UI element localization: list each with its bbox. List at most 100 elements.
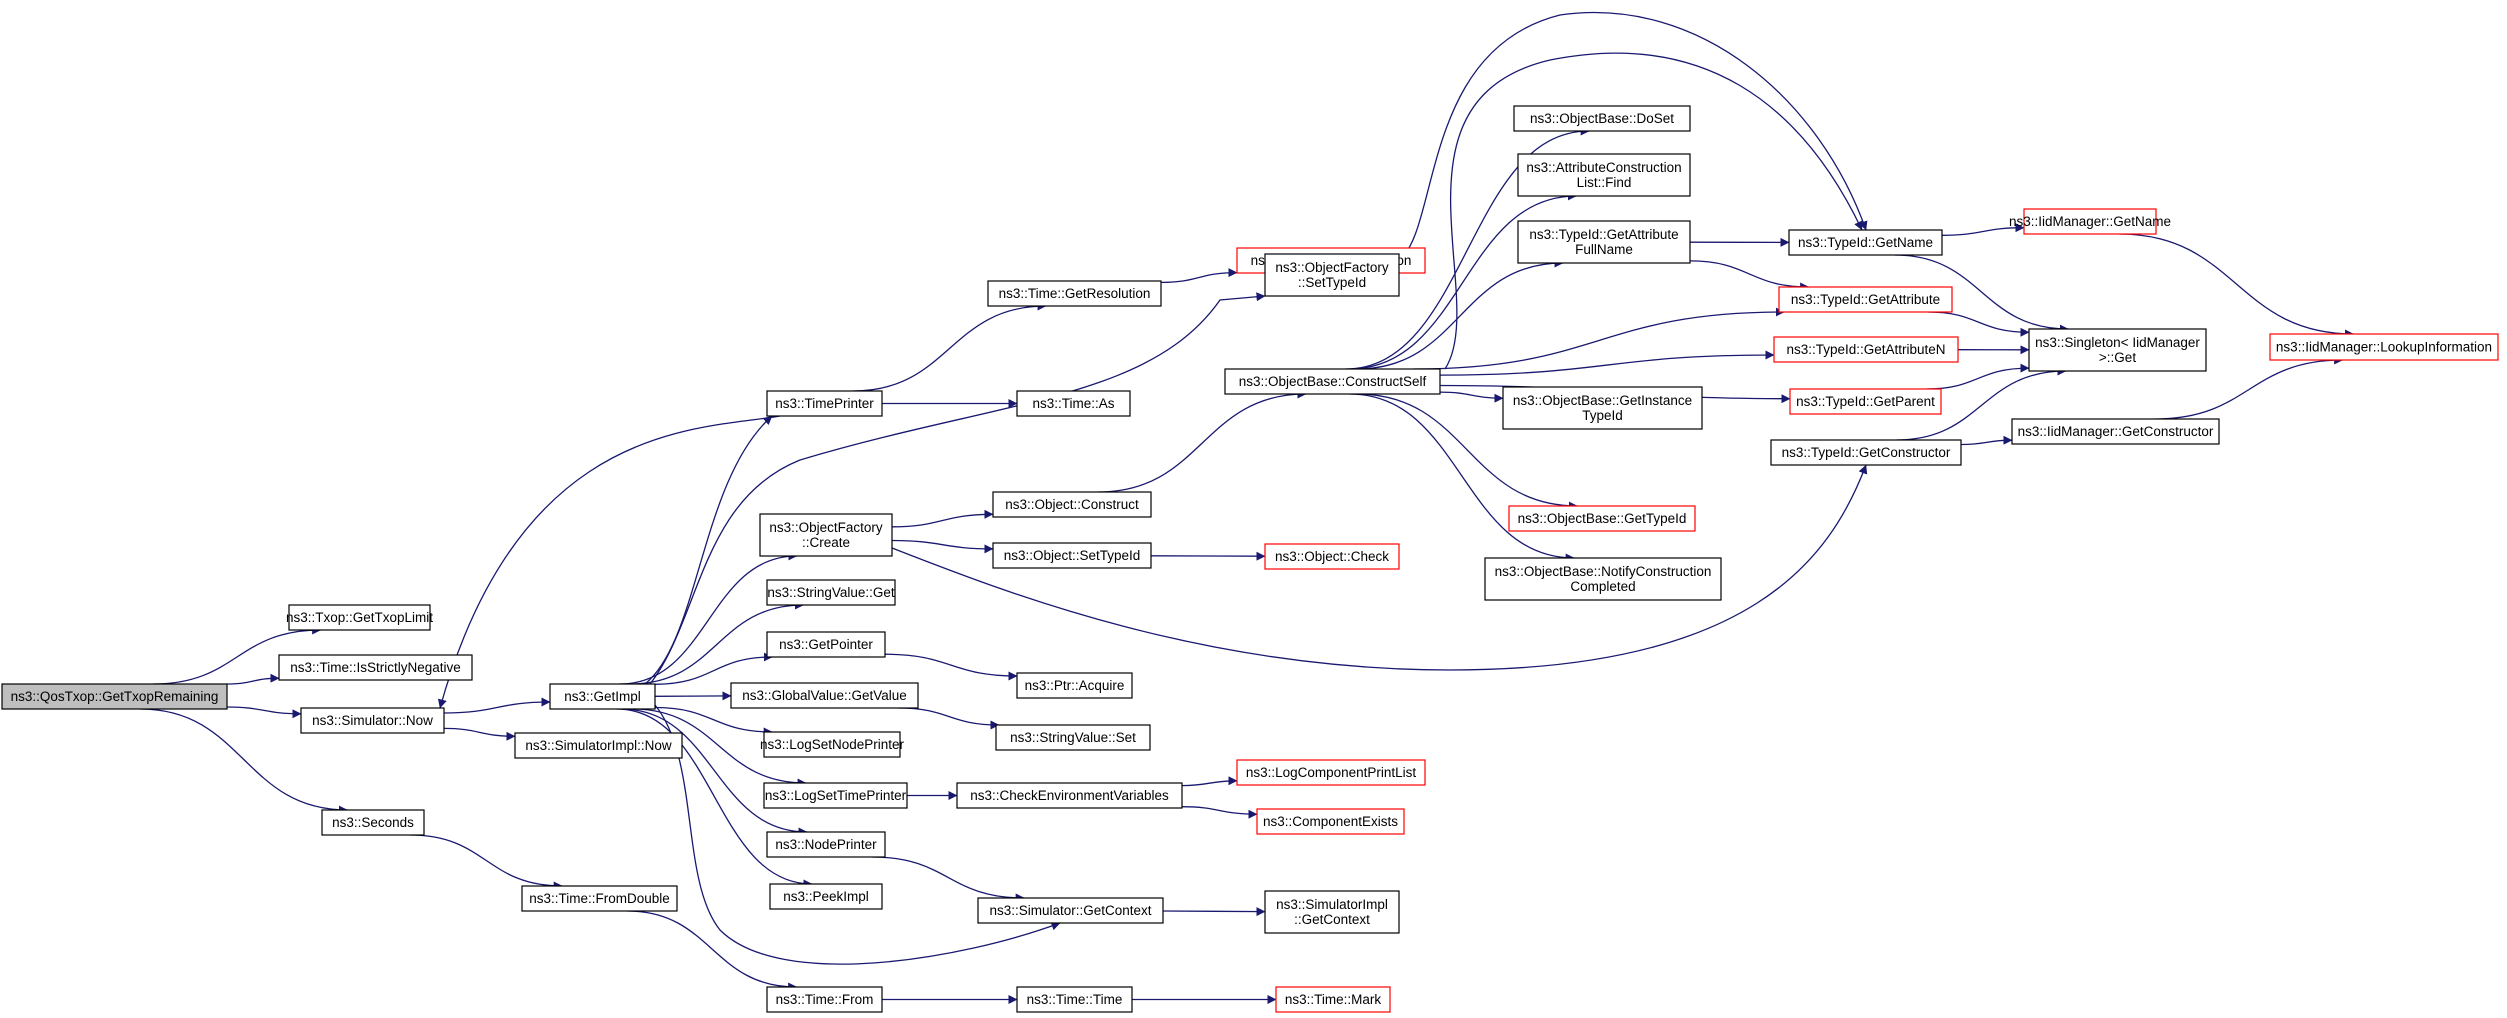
node-box bbox=[766, 631, 886, 658]
node-label: ns3::TimePrinter bbox=[775, 396, 874, 411]
node-logSetTimePrinter[interactable]: ns3::LogSetTimePrinter bbox=[763, 782, 908, 809]
node-box bbox=[977, 897, 1164, 924]
node-label: ns3::ObjectBase::GetTypeId bbox=[1518, 511, 1687, 526]
node-timeFrom[interactable]: ns3::Time::From bbox=[766, 986, 883, 1013]
edge-constructSelf-to-notifyConstruction bbox=[1349, 393, 1575, 563]
node-iidGetConstructor[interactable]: ns3::IidManager::GetConstructor bbox=[2011, 418, 2220, 445]
node-iidLookup[interactable]: ns3::IidManager::LookupInformation bbox=[2269, 333, 2499, 361]
node-getImpl[interactable]: ns3::GetImpl bbox=[549, 683, 656, 710]
node-root[interactable]: ns3::QosTxop::GetTxopRemaining bbox=[1, 683, 228, 710]
node-box bbox=[549, 683, 656, 710]
node-fromDouble[interactable]: ns3::Time::FromDouble bbox=[521, 885, 678, 912]
node-box bbox=[769, 883, 883, 910]
node-label: ::Create bbox=[802, 535, 850, 550]
edge-simNow-to-getImpl bbox=[443, 697, 551, 714]
edge-getImpl-to-logSetNodePrinter bbox=[654, 706, 773, 737]
edge-seconds-to-fromDouble bbox=[410, 834, 563, 891]
node-getPointer[interactable]: ns3::GetPointer bbox=[766, 631, 886, 658]
node-label: List::Find bbox=[1577, 175, 1632, 190]
edge-typeIdGetParent-to-singletonGet bbox=[1926, 363, 2030, 390]
node-label: ::SetTypeId bbox=[1298, 275, 1366, 290]
node-getTxopLimit[interactable]: ns3::Txop::GetTxopLimit bbox=[286, 604, 433, 631]
node-doSet[interactable]: ns3::ObjectBase::DoSet bbox=[1513, 105, 1691, 132]
node-getResolution[interactable]: ns3::Time::GetResolution bbox=[987, 280, 1162, 307]
node-peekImpl[interactable]: ns3::PeekImpl bbox=[769, 883, 883, 910]
node-ofCreate[interactable]: ns3::ObjectFactory::Create bbox=[759, 513, 893, 557]
node-box bbox=[766, 390, 883, 417]
node-typeIdGetAttribute[interactable]: ns3::TypeId::GetAttribute bbox=[1778, 286, 1953, 313]
node-label: ns3::Object::Construct bbox=[1005, 497, 1139, 512]
node-simNow[interactable]: ns3::Simulator::Now bbox=[300, 707, 445, 734]
node-label: ns3::ObjectBase::GetInstance bbox=[1513, 393, 1692, 408]
node-notifyConstruction[interactable]: ns3::ObjectBase::NotifyConstructionCompl… bbox=[1484, 557, 1722, 601]
node-label: ns3::TypeId::GetAttribute bbox=[1791, 292, 1940, 307]
node-box bbox=[288, 604, 431, 631]
node-label: ns3::Time::IsStrictlyNegative bbox=[290, 660, 461, 675]
edge-getPointer-to-ptrAcquire bbox=[884, 653, 1018, 681]
edge-simGetContext-to-simImplGetContext bbox=[1162, 907, 1266, 917]
node-singletonGet[interactable]: ns3::Singleton< IidManager >::Get bbox=[2028, 328, 2207, 372]
node-timePrinter[interactable]: ns3::TimePrinter bbox=[766, 390, 883, 417]
node-stringValueGet[interactable]: ns3::StringValue::Get bbox=[766, 579, 896, 606]
edge-objConstruct-to-constructSelf bbox=[1098, 389, 1307, 493]
node-simImplGetContext[interactable]: ns3::SimulatorImpl::GetContext bbox=[1264, 890, 1400, 934]
node-box bbox=[514, 732, 683, 759]
node-ofSetTypeId[interactable]: ns3::ObjectFactory::SetTypeId bbox=[1264, 253, 1400, 297]
node-typeIdGetName[interactable]: ns3::TypeId::GetName bbox=[1788, 229, 1943, 256]
node-box bbox=[730, 682, 919, 709]
node-timeMark[interactable]: ns3::Time::Mark bbox=[1275, 986, 1391, 1013]
node-globalValueGet[interactable]: ns3::GlobalValue::GetValue bbox=[730, 682, 919, 709]
node-componentExists[interactable]: ns3::ComponentExists bbox=[1256, 808, 1405, 835]
edge-root-to-seconds bbox=[140, 708, 348, 815]
node-nodePrinter[interactable]: ns3::NodePrinter bbox=[766, 831, 886, 858]
node-checkEnv[interactable]: ns3::CheckEnvironmentVariables bbox=[956, 782, 1183, 809]
node-simImplNow[interactable]: ns3::SimulatorImpl::Now bbox=[514, 732, 683, 759]
edge-getImpl-to-timePrinter bbox=[644, 415, 773, 685]
node-label: ns3::Txop::GetTxopLimit bbox=[286, 610, 433, 625]
node-typeIdGetAttributeN[interactable]: ns3::TypeId::GetAttributeN bbox=[1773, 336, 1959, 363]
node-box bbox=[763, 782, 908, 809]
node-label: FullName bbox=[1575, 242, 1633, 257]
edge-getImpl-to-simGetContext bbox=[654, 704, 1061, 965]
edge-getResolution-to-peekResolution bbox=[1160, 268, 1238, 284]
node-label: ns3::LogComponentPrintList bbox=[1246, 765, 1417, 780]
node-timeTime[interactable]: ns3::Time::Time bbox=[1016, 986, 1133, 1013]
node-label: ns3::GlobalValue::GetValue bbox=[742, 688, 907, 703]
edge-getImpl-to-ofCreate bbox=[619, 551, 798, 685]
edge-ofSetTypeId-to-typeIdGetName bbox=[1398, 11, 1868, 261]
node-label: ns3::Time::Time bbox=[1027, 992, 1123, 1007]
node-typeIdGetParent[interactable]: ns3::TypeId::GetParent bbox=[1789, 388, 1942, 415]
node-constructSelf[interactable]: ns3::ObjectBase::ConstructSelf bbox=[1224, 368, 1441, 395]
edge-getImpl-to-getPointer bbox=[654, 652, 773, 685]
node-objConstruct[interactable]: ns3::Object::Construct bbox=[992, 491, 1152, 518]
node-isStrictlyNegative[interactable]: ns3::Time::IsStrictlyNegative bbox=[278, 654, 473, 681]
node-label: ns3::GetPointer bbox=[779, 637, 873, 652]
node-obGetTypeId[interactable]: ns3::ObjectBase::GetTypeId bbox=[1508, 505, 1696, 532]
node-stringValueSet[interactable]: ns3::StringValue::Set bbox=[995, 724, 1151, 751]
node-objSetTypeId[interactable]: ns3::Object::SetTypeId bbox=[992, 542, 1152, 569]
node-label: ns3::QosTxop::GetTxopRemaining bbox=[11, 689, 219, 704]
node-objCheck[interactable]: ns3::Object::Check bbox=[1264, 543, 1400, 570]
node-label: ns3::SimulatorImpl bbox=[1276, 897, 1388, 912]
node-logSetNodePrinter[interactable]: ns3::LogSetNodePrinter bbox=[760, 731, 905, 758]
node-box bbox=[278, 654, 473, 681]
node-timeAs[interactable]: ns3::Time::As bbox=[1016, 390, 1131, 417]
node-layer: ns3::QosTxop::GetTxopRemaining ns3::Txop:… bbox=[1, 105, 2499, 1013]
node-box bbox=[2028, 328, 2207, 372]
node-label: ns3::Simulator::Now bbox=[312, 713, 433, 728]
node-label: ::GetContext bbox=[1294, 912, 1370, 927]
node-box bbox=[992, 491, 1152, 518]
node-label: ns3::AttributeConstruction bbox=[1526, 160, 1681, 175]
node-seconds[interactable]: ns3::Seconds bbox=[321, 809, 425, 836]
node-box bbox=[1, 683, 228, 710]
node-box bbox=[2023, 208, 2157, 235]
node-simGetContext[interactable]: ns3::Simulator::GetContext bbox=[977, 897, 1164, 924]
node-logComponentPrintList[interactable]: ns3::LogComponentPrintList bbox=[1236, 759, 1426, 786]
node-box bbox=[766, 579, 896, 606]
node-ptrAcquire[interactable]: ns3::Ptr::Acquire bbox=[1016, 672, 1133, 699]
node-typeIdGetConstructor[interactable]: ns3::TypeId::GetConstructor bbox=[1770, 439, 1962, 466]
node-iidGetName[interactable]: ns3::IidManager::GetName bbox=[2009, 208, 2171, 235]
